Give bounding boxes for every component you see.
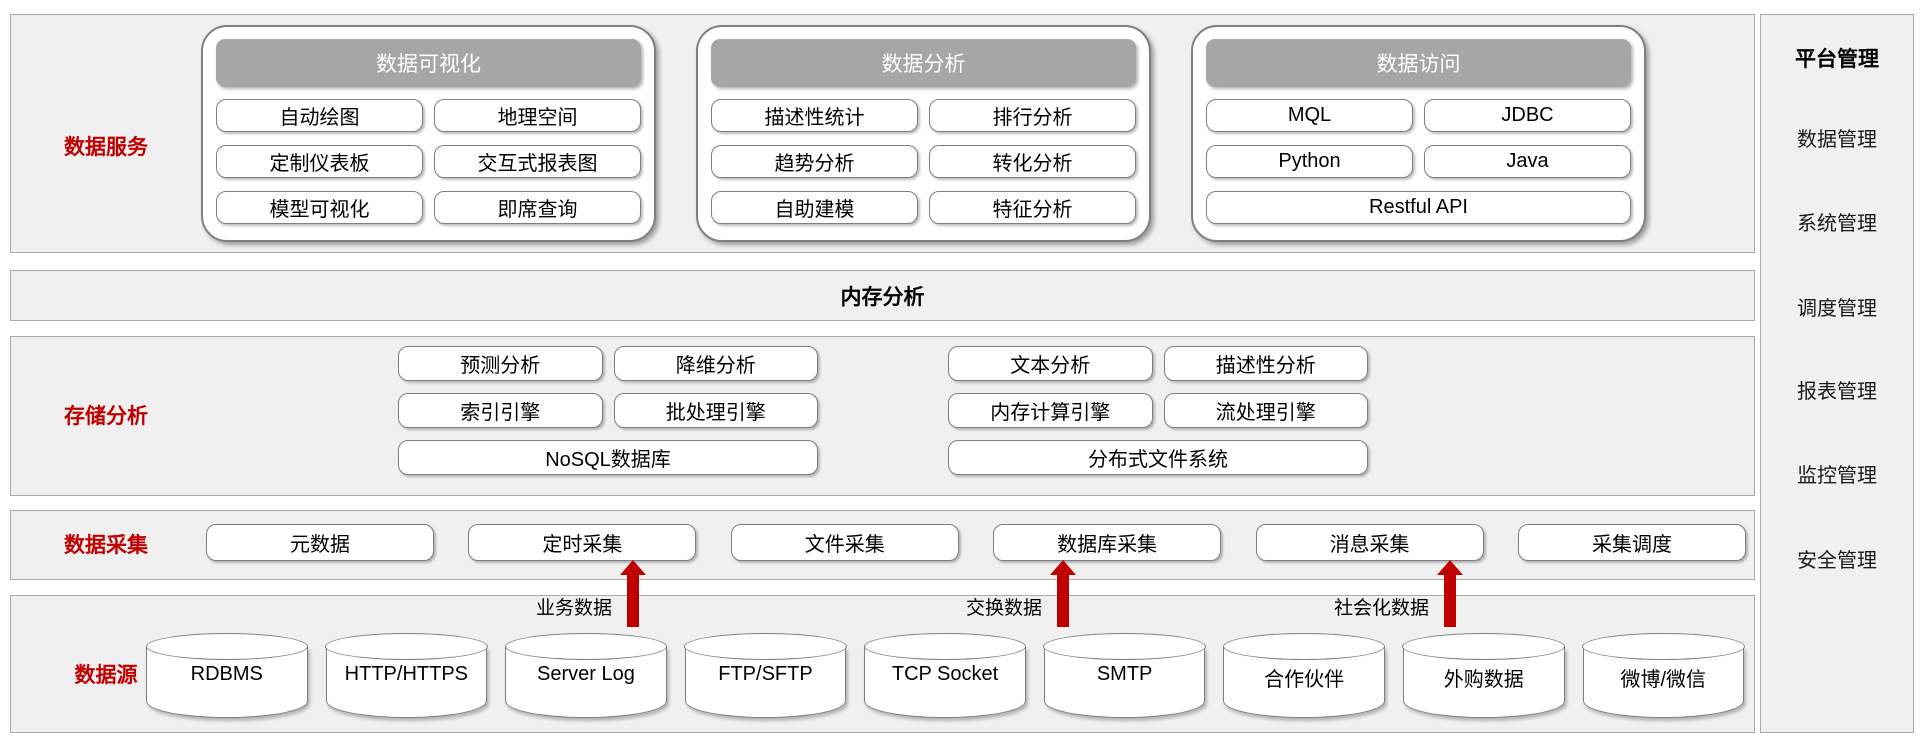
database-cylinder-server-log: Server Log (504, 633, 667, 718)
node-geospatial: 地理空间 (434, 99, 641, 132)
group-header-data-analysis: 数据分析 (711, 39, 1136, 87)
node-collection-scheduling: 采集调度 (1517, 524, 1746, 561)
group-header-data-access: 数据访问 (1206, 39, 1631, 87)
group-items-data-visualization: 自动绘图 地理空间 定制仪表板 交互式报表图 模型可视化 即席查询 (216, 99, 641, 224)
group-header-data-visualization: 数据可视化 (216, 39, 641, 87)
group-items-data-access: MQL JDBC Python Java Restful API (1206, 99, 1631, 224)
node-feature-analysis: 特征分析 (929, 191, 1136, 224)
node-ranking-analysis: 排行分析 (929, 99, 1136, 132)
storage-analysis-section: 存储分析 预测分析 降维分析 索引引擎 批处理引擎 NoSQL数据库 文本分析 … (10, 336, 1755, 496)
data-sources-section: 数据源 RDBMS HTTP/HTTPS Server Log FTP/SFTP… (10, 595, 1755, 733)
node-adhoc-query: 即席查询 (434, 191, 641, 224)
database-cylinder-partners: 合作伙伴 (1222, 633, 1385, 718)
section-label-data-services: 数据服务 (64, 136, 148, 159)
database-cylinder-ftp-sftp: FTP/SFTP (684, 633, 847, 718)
node-nosql-database: NoSQL数据库 (398, 440, 818, 475)
collection-items-row: 元数据 定时采集 文件采集 数据库采集 消息采集 采集调度 (206, 524, 1746, 561)
node-batch-engine: 批处理引擎 (613, 393, 818, 428)
node-restful-api: Restful API (1206, 191, 1631, 224)
node-custom-dashboard: 定制仪表板 (216, 145, 423, 178)
database-cylinder-smtp: SMTP (1043, 633, 1206, 718)
node-self-service-modeling: 自助建模 (711, 191, 918, 224)
node-mql: MQL (1206, 99, 1413, 132)
node-index-engine: 索引引擎 (398, 393, 603, 428)
section-label-data-sources: 数据源 (74, 664, 138, 687)
database-cylinder-weibo-wechat: 微博/微信 (1582, 633, 1745, 718)
node-auto-plot: 自动绘图 (216, 99, 423, 132)
platform-management-panel: 平台管理 数据管理 系统管理 调度管理 报表管理 监控管理 安全管理 (1760, 14, 1914, 733)
node-conversion-analysis: 转化分析 (929, 145, 1136, 178)
group-items-data-analysis: 描述性统计 排行分析 趋势分析 转化分析 自助建模 特征分析 (711, 99, 1136, 224)
flow-label-business-data: 业务数据 (535, 598, 612, 619)
up-arrow-business-data (620, 560, 646, 627)
node-metadata: 元数据 (206, 524, 434, 561)
sidebar-item-monitoring-management: 监控管理 (1797, 465, 1877, 487)
storage-cluster-left: 预测分析 降维分析 索引引擎 批处理引擎 NoSQL数据库 (398, 346, 818, 475)
node-python: Python (1206, 145, 1413, 178)
data-collection-section: 数据采集 元数据 定时采集 文件采集 数据库采集 消息采集 采集调度 (10, 510, 1755, 580)
section-label-data-collection: 数据采集 (64, 534, 148, 557)
node-predictive-analysis: 预测分析 (398, 346, 603, 381)
database-cylinder-http-https: HTTP/HTTPS (325, 633, 488, 718)
sidebar-item-scheduling-management: 调度管理 (1797, 298, 1877, 320)
node-stream-engine: 流处理引擎 (1163, 393, 1368, 428)
node-interactive-report: 交互式报表图 (434, 145, 641, 178)
node-jdbc: JDBC (1424, 99, 1631, 132)
sidebar-item-security-management: 安全管理 (1797, 550, 1877, 572)
data-services-section: 数据服务 数据可视化 自动绘图 地理空间 定制仪表板 交互式报表图 模型可视化 … (10, 14, 1755, 253)
node-distributed-file-system: 分布式文件系统 (948, 440, 1368, 475)
group-data-analysis: 数据分析 描述性统计 排行分析 趋势分析 转化分析 自助建模 特征分析 (696, 25, 1151, 242)
node-dimension-reduction: 降维分析 (613, 346, 818, 381)
node-inmemory-compute-engine: 内存计算引擎 (948, 393, 1153, 428)
node-text-analysis: 文本分析 (948, 346, 1153, 381)
group-data-access: 数据访问 MQL JDBC Python Java Restful API (1191, 25, 1646, 242)
node-scheduled-collection: 定时采集 (468, 524, 697, 561)
memory-analysis-band: 内存分析 (10, 270, 1755, 321)
data-source-cylinders: RDBMS HTTP/HTTPS Server Log FTP/SFTP TCP… (145, 633, 1745, 718)
node-database-collection: 数据库采集 (993, 524, 1222, 561)
sidebar-item-report-management: 报表管理 (1797, 381, 1877, 403)
node-file-collection: 文件采集 (730, 524, 959, 561)
up-arrow-social-data (1437, 560, 1463, 627)
sidebar-item-system-management: 系统管理 (1797, 213, 1877, 235)
database-cylinder-tcp-socket: TCP Socket (863, 633, 1026, 718)
node-descriptive-statistics: 描述性统计 (711, 99, 918, 132)
node-trend-analysis: 趋势分析 (711, 145, 918, 178)
section-label-storage-analysis: 存储分析 (64, 405, 148, 428)
memory-analysis-label: 内存分析 (840, 285, 925, 309)
node-descriptive-analysis: 描述性分析 (1163, 346, 1368, 381)
sidebar-item-data-management: 数据管理 (1797, 129, 1877, 151)
platform-management-title: 平台管理 (1795, 48, 1879, 71)
storage-cluster-right: 文本分析 描述性分析 内存计算引擎 流处理引擎 分布式文件系统 (948, 346, 1368, 475)
node-java: Java (1424, 145, 1631, 178)
flow-label-exchange-data: 交换数据 (965, 598, 1042, 619)
node-message-collection: 消息采集 (1255, 524, 1484, 561)
up-arrow-exchange-data (1050, 560, 1076, 627)
node-model-visualization: 模型可视化 (216, 191, 423, 224)
database-cylinder-rdbms: RDBMS (145, 633, 308, 718)
database-cylinder-purchased-data: 外购数据 (1402, 633, 1565, 718)
flow-label-social-data: 社会化数据 (1333, 598, 1429, 619)
group-data-visualization: 数据可视化 自动绘图 地理空间 定制仪表板 交互式报表图 模型可视化 即席查询 (201, 25, 656, 242)
